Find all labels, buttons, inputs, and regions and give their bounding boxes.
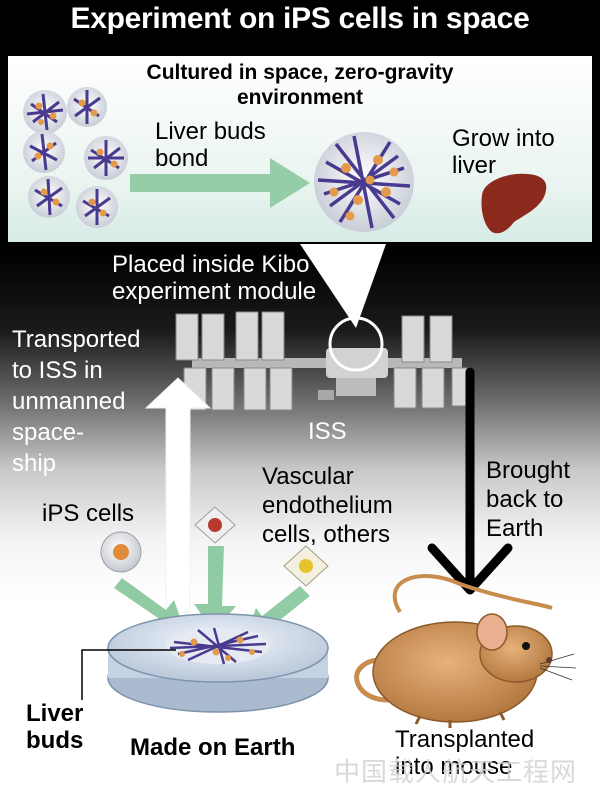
bonded-liver-bud: [314, 132, 414, 232]
brought-back-line3: Earth: [486, 515, 544, 542]
bond-arrow: [130, 158, 310, 208]
transport-label-line1: Transported: [12, 326, 141, 353]
liver-bud-small: [28, 176, 70, 218]
bond-label-line2: bond: [155, 145, 209, 172]
iss-label: ISS: [308, 418, 347, 445]
liver-bud-small: [84, 136, 128, 180]
liver-bud-small: [67, 87, 107, 127]
grow-label: Grow into liver: [452, 125, 555, 179]
liver-buds-label: Liver buds: [26, 700, 83, 754]
liver-icon: [481, 173, 547, 234]
mouse-illustration: [354, 574, 577, 728]
liver-bud-small: [23, 90, 67, 134]
callout-pointer: [300, 244, 386, 328]
kibo-label: Placed inside Kibo experiment module: [112, 251, 316, 305]
ips-cell: [100, 531, 142, 573]
transplanted-line1: Transplanted: [395, 726, 535, 753]
ips-label: iPS cells: [42, 500, 135, 527]
vascular-line3: cells, others: [262, 521, 391, 548]
made-on-earth-label: Made on Earth: [130, 734, 296, 761]
bond-label: Liver buds bond: [155, 118, 266, 172]
brought-back-label: Brought back to Earth: [486, 456, 570, 543]
iss-station: [175, 311, 471, 411]
transport-label-line2: to ISS in: [12, 357, 103, 384]
liver-buds-in-dish: [166, 627, 270, 665]
small-liver-buds: [23, 87, 128, 228]
grow-label-line1: Grow into: [452, 125, 555, 152]
brought-back-line2: back to: [486, 486, 564, 513]
vascular-cell: [194, 506, 236, 544]
grow-label-line2: liver: [452, 152, 497, 179]
space-panel-title-line1: Cultured in space, zero-gravity: [146, 61, 454, 84]
vascular-line2: endothelium: [262, 492, 393, 519]
space-panel-title: Cultured in space, zero-gravity environm…: [8, 60, 592, 110]
kibo-label-line1: Placed inside Kibo: [112, 251, 310, 278]
watermark: 中国载人航天工程网: [334, 758, 578, 787]
liver-buds-line2: buds: [26, 727, 84, 754]
transport-label: Transported to ISS in unmanned space- sh…: [12, 324, 141, 479]
kibo-label-line2: experiment module: [112, 278, 317, 305]
transport-label-line5: ship: [12, 450, 57, 477]
transport-arrow: [144, 377, 212, 613]
other-cell: [283, 545, 329, 587]
brought-back-line1: Brought: [486, 457, 571, 484]
transplanted-label: Transplanted into mouse: [395, 726, 534, 780]
liver-buds-line1: Liver: [26, 700, 84, 727]
liver-buds-leader: [81, 649, 176, 700]
vascular-label: Vascular endothelium cells, others: [262, 462, 393, 549]
space-panel-title-line2: environment: [236, 86, 364, 109]
return-arrow: [427, 367, 513, 595]
transplanted-line2: into mouse: [395, 753, 513, 780]
liver-bud-small: [23, 131, 65, 173]
transport-label-line3: unmanned: [12, 388, 126, 415]
bond-label-line1: Liver buds: [155, 118, 266, 145]
title: Experiment on iPS cells in space: [70, 2, 530, 35]
kibo-highlight-circle: [328, 316, 384, 372]
liver-bud-small: [76, 186, 118, 228]
transport-label-line4: space-: [12, 419, 85, 446]
vascular-line1: Vascular: [262, 463, 354, 490]
